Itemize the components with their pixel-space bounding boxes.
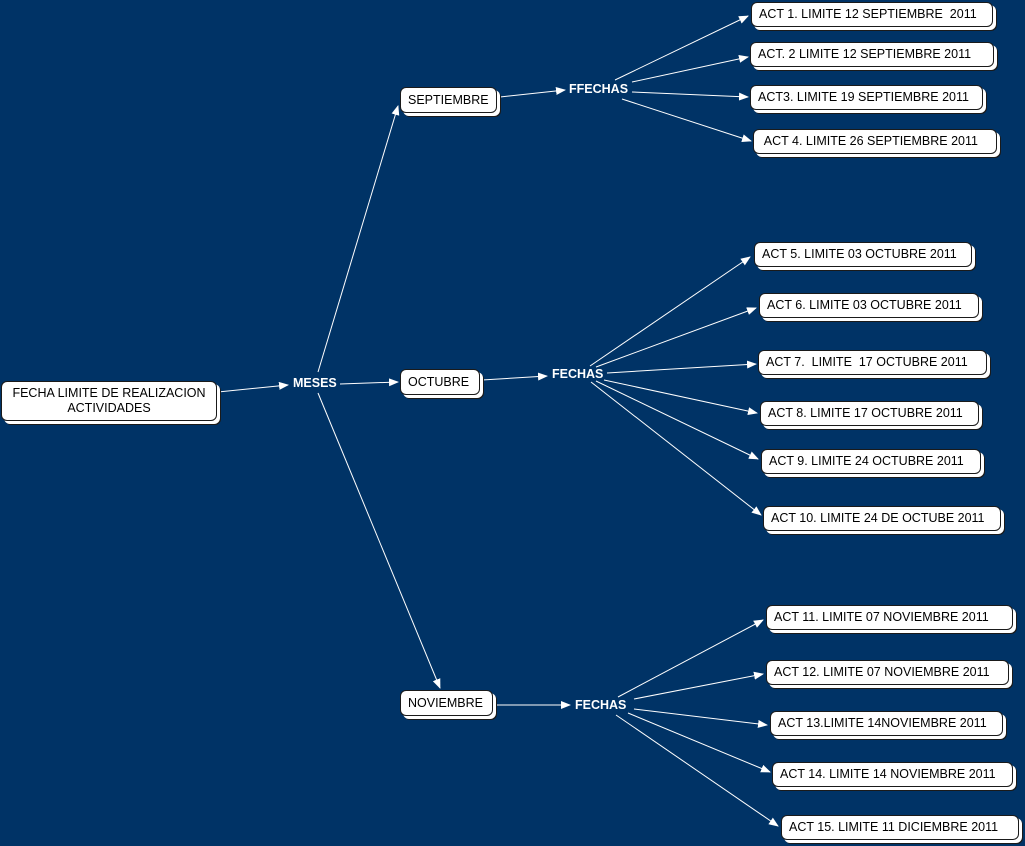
edge-fechas1-act2: [631, 54, 749, 83]
activity-node-act2[interactable]: ACT. 2 LIMITE 12 SEPTIEMBRE 2011: [750, 42, 994, 67]
activity-node-act5[interactable]: ACT 5. LIMITE 03 OCTUBRE 2011: [754, 242, 972, 267]
activity-node-act10[interactable]: ACT 10. LIMITE 24 DE OCTUBE 2011: [763, 506, 1001, 531]
edge-septiembre-to-fechas: [499, 86, 566, 98]
month-node-octubre[interactable]: OCTUBRE: [400, 369, 480, 395]
edge-fechas1-act1: [614, 15, 749, 81]
edge-root-to-meses: [217, 381, 289, 393]
activity-node-act13[interactable]: ACT 13.LIMITE 14NOVIEMBRE 2011: [770, 711, 1003, 736]
root-node-fecha-limite[interactable]: FECHA LIMITE DE REALIZACION ACTIVIDADES: [1, 381, 217, 421]
activity-node-act12[interactable]: ACT 12. LIMITE 07 NOVIEMBRE 2011: [766, 660, 1009, 685]
edge-fechas3-act14: [627, 712, 771, 773]
activity-node-act3[interactable]: ACT3. LIMITE 19 SEPTIEMBRE 2011: [750, 85, 983, 110]
activity-node-act1[interactable]: ACT 1. LIMITE 12 SEPTIEMBRE 2011: [751, 2, 993, 27]
edge-fechas1-act4: [621, 98, 752, 143]
month-node-noviembre[interactable]: NOVIEMBRE: [400, 690, 493, 716]
edge-fechas3-act11: [617, 619, 764, 698]
edge-meses-to-septiembre: [317, 105, 400, 373]
edge-octubre-to-fechas: [481, 372, 548, 381]
activity-node-act8[interactable]: ACT 8. LIMITE 17 OCTUBRE 2011: [760, 401, 979, 426]
edge-fechas3-act15: [615, 714, 779, 827]
hub-label-meses[interactable]: MESES: [293, 376, 337, 390]
activity-node-act4[interactable]: ACT 4. LIMITE 26 SEPTIEMBRE 2011: [753, 129, 997, 154]
edge-fechas2-act8: [603, 379, 758, 416]
month-node-septiembre[interactable]: SEPTIEMBRE: [400, 87, 497, 113]
activity-node-act14[interactable]: ACT 14. LIMITE 14 NOVIEMBRE 2011: [772, 762, 1013, 787]
edge-fechas1-act3: [631, 91, 749, 101]
edge-meses-to-octubre: [339, 378, 399, 387]
group-label-fechas-noviembre[interactable]: FECHAS: [575, 698, 627, 712]
group-label-fechas-octubre[interactable]: FECHAS: [552, 367, 604, 381]
edge-fechas2-act9: [595, 380, 759, 460]
activity-node-act11[interactable]: ACT 11. LIMITE 07 NOVIEMBRE 2011: [766, 605, 1013, 630]
activity-node-act7[interactable]: ACT 7. LIMITE 17 OCTUBRE 2011: [758, 350, 987, 375]
edge-fechas2-act5: [589, 256, 751, 367]
activity-node-act9[interactable]: ACT 9. LIMITE 24 OCTUBRE 2011: [761, 449, 981, 474]
edge-fechas2-act6: [595, 307, 757, 368]
edge-fechas3-act12: [633, 671, 764, 700]
edge-meses-to-noviembre: [317, 392, 441, 689]
activity-node-act15[interactable]: ACT 15. LIMITE 11 DICIEMBRE 2011: [781, 815, 1019, 840]
edge-fechas3-act13: [633, 708, 768, 728]
group-label-fechas-septiembre[interactable]: FFECHAS: [569, 82, 629, 96]
edge-fechas2-act7: [606, 360, 757, 374]
activity-node-act6[interactable]: ACT 6. LIMITE 03 OCTUBRE 2011: [759, 293, 979, 318]
edge-fechas2-act10: [590, 381, 762, 516]
